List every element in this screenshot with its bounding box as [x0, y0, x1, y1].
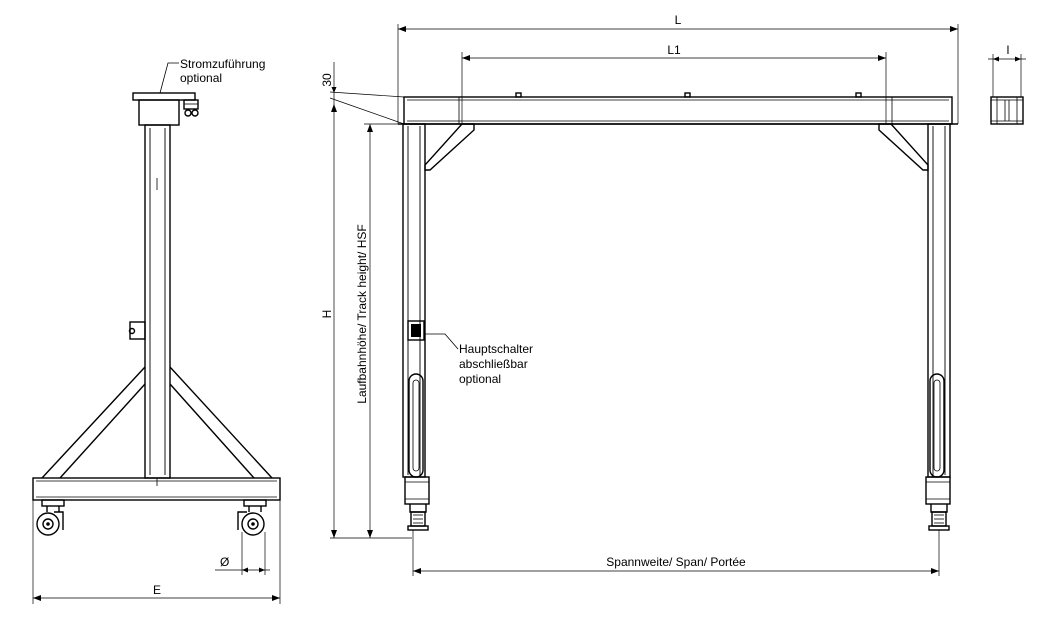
main-switch-leader	[424, 333, 459, 350]
front-top-beam	[403, 96, 953, 125]
front-brace-right	[878, 123, 929, 171]
power-supply-label-2: optional	[180, 71, 222, 85]
front-view	[329, 24, 959, 576]
dim-L1	[461, 52, 887, 124]
side-caster-right	[237, 499, 267, 536]
side-top-plate	[132, 92, 196, 101]
side-column	[144, 124, 171, 479]
main-switch-label-2: abschließbar	[459, 357, 528, 371]
power-supply-connector	[183, 99, 199, 117]
side-switch-box	[129, 321, 146, 340]
dim-track-height	[364, 123, 404, 538]
dim-H-label: H	[320, 310, 334, 319]
dim-diameter-label: Ø	[220, 555, 229, 569]
dim-L	[397, 24, 959, 124]
main-switch-label-1: Hauptschalter	[459, 342, 533, 356]
side-base-beam	[32, 477, 281, 501]
power-supply-leader	[159, 62, 179, 94]
dim-span	[412, 530, 940, 576]
dim-l-label: l	[1007, 43, 1010, 57]
front-brace-left	[424, 123, 475, 171]
side-view	[32, 62, 281, 604]
side-braces	[41, 366, 273, 479]
main-switch-label-3: optional	[459, 372, 501, 386]
side-caster-left	[36, 499, 65, 536]
dim-l	[988, 54, 1026, 97]
main-switch-box	[407, 320, 425, 341]
dim-track-height-label: Laufbahnhöhe/ Track height/ HSF	[355, 224, 369, 403]
dim-span-label: Spannweite/ Span/ Portée	[606, 555, 746, 569]
front-leg-left	[402, 123, 430, 531]
dim-E	[32, 500, 281, 604]
beam-section-view	[988, 54, 1026, 125]
side-column-collar	[138, 99, 180, 126]
power-supply-label-1: Stromzuführung	[180, 57, 265, 71]
dim-E-label: E	[153, 583, 161, 597]
dim-L-label: L	[675, 13, 682, 27]
dim-H	[330, 104, 412, 539]
dim-30-label: 30	[320, 73, 334, 87]
dim-diameter	[215, 532, 270, 575]
front-leg-right	[925, 123, 951, 531]
dim-L1-label: L1	[667, 43, 681, 57]
dim-30	[329, 62, 405, 125]
